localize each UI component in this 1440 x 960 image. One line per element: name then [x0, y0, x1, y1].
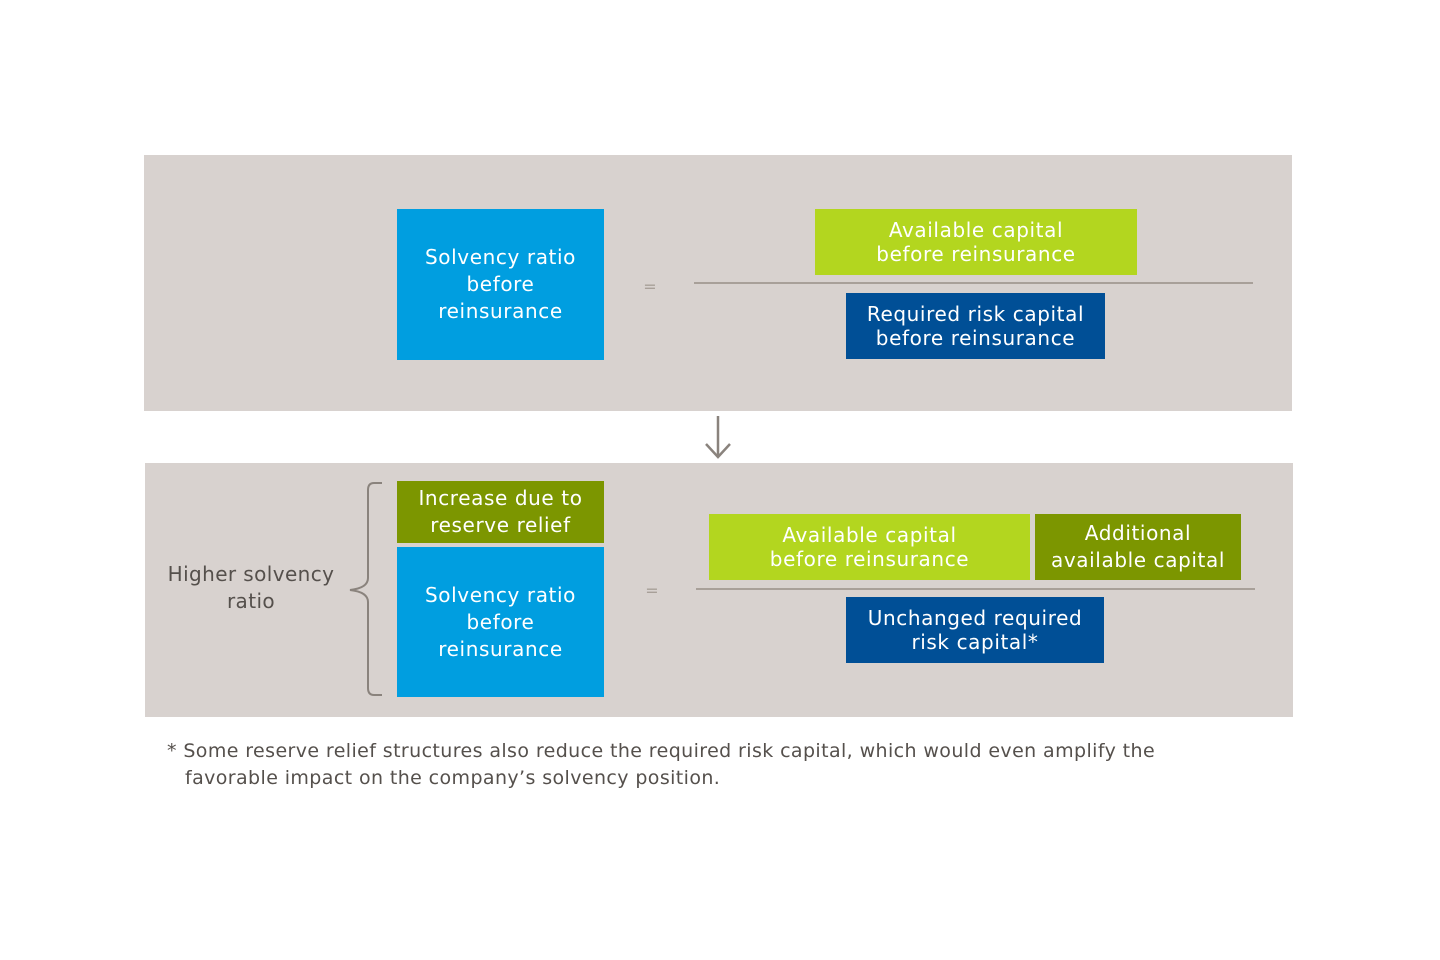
- increase-reserve-relief-box: Increase due to reserve relief: [397, 481, 604, 543]
- top-fraction-line: [694, 282, 1253, 284]
- bottom-equals-sign: =: [645, 581, 659, 600]
- curly-brace-icon: [349, 482, 382, 696]
- arrow-down-icon: [705, 416, 731, 459]
- bottom-solvency-ratio-box: Solvency ratio before reinsurance: [397, 547, 604, 697]
- top-available-capital-box: Available capital before reinsurance: [815, 209, 1137, 275]
- top-equals-sign: =: [643, 277, 657, 296]
- higher-solvency-ratio-label: Higher solvency ratio: [167, 562, 335, 613]
- footnote-line-2: favorable impact on the company’s solven…: [185, 767, 721, 789]
- bottom-available-capital-box: Available capital before reinsurance: [709, 514, 1030, 580]
- top-solvency-ratio-box: Solvency ratio before reinsurance: [397, 209, 604, 360]
- footnote-line-1: * Some reserve relief structures also re…: [167, 740, 1156, 762]
- bottom-fraction-line: [696, 588, 1255, 590]
- unchanged-required-risk-capital-box: Unchanged required risk capital*: [846, 597, 1104, 663]
- bottom-panel: [145, 463, 1293, 717]
- additional-available-capital-box: Additional available capital: [1035, 514, 1241, 580]
- top-required-risk-capital-box: Required risk capital before reinsurance: [846, 293, 1105, 359]
- footnote: * Some reserve relief structures also re…: [167, 738, 1267, 792]
